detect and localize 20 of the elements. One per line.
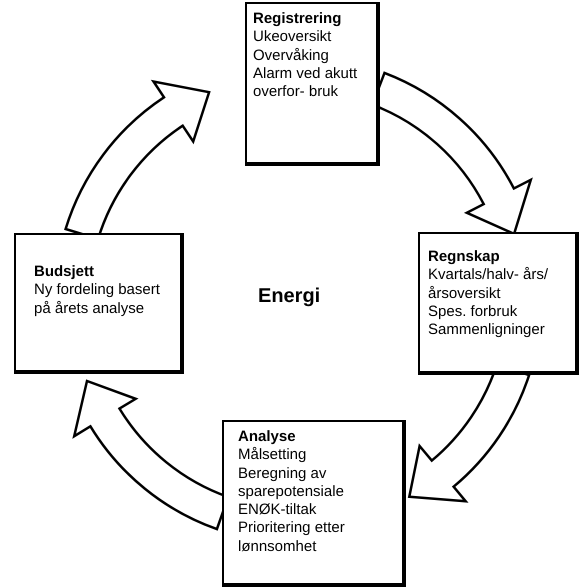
process-box (222, 420, 406, 587)
list-item: Sammenligninger (428, 321, 546, 340)
list-item: Kvartals/halv- års/årsoversikt (428, 266, 550, 303)
process-box (14, 233, 184, 374)
list-item: Prioritering etter lønnsomhet (238, 519, 346, 556)
box-heading: Budsjett (34, 263, 95, 282)
center-label: Energi (258, 285, 320, 308)
box-heading: Analyse (238, 428, 297, 446)
process-box (418, 232, 579, 375)
list-item: Ukeoversikt (253, 28, 332, 47)
process-box (245, 2, 380, 166)
box-heading: Registrering (253, 10, 342, 28)
list-item: Målsetting (238, 446, 308, 465)
list-item: Ny fordeling basert på årets analyse (34, 281, 161, 318)
list-item: Beregning av sparepotensiale (238, 464, 345, 502)
list-item: Spes. forbruk (428, 302, 518, 322)
list-item: Alarm ved akutt overfor- bruk (253, 64, 358, 102)
list-item: Overvåking (253, 46, 330, 65)
box-heading: Regnskap (428, 248, 501, 266)
list-item: ENØK-tiltak (238, 501, 318, 520)
